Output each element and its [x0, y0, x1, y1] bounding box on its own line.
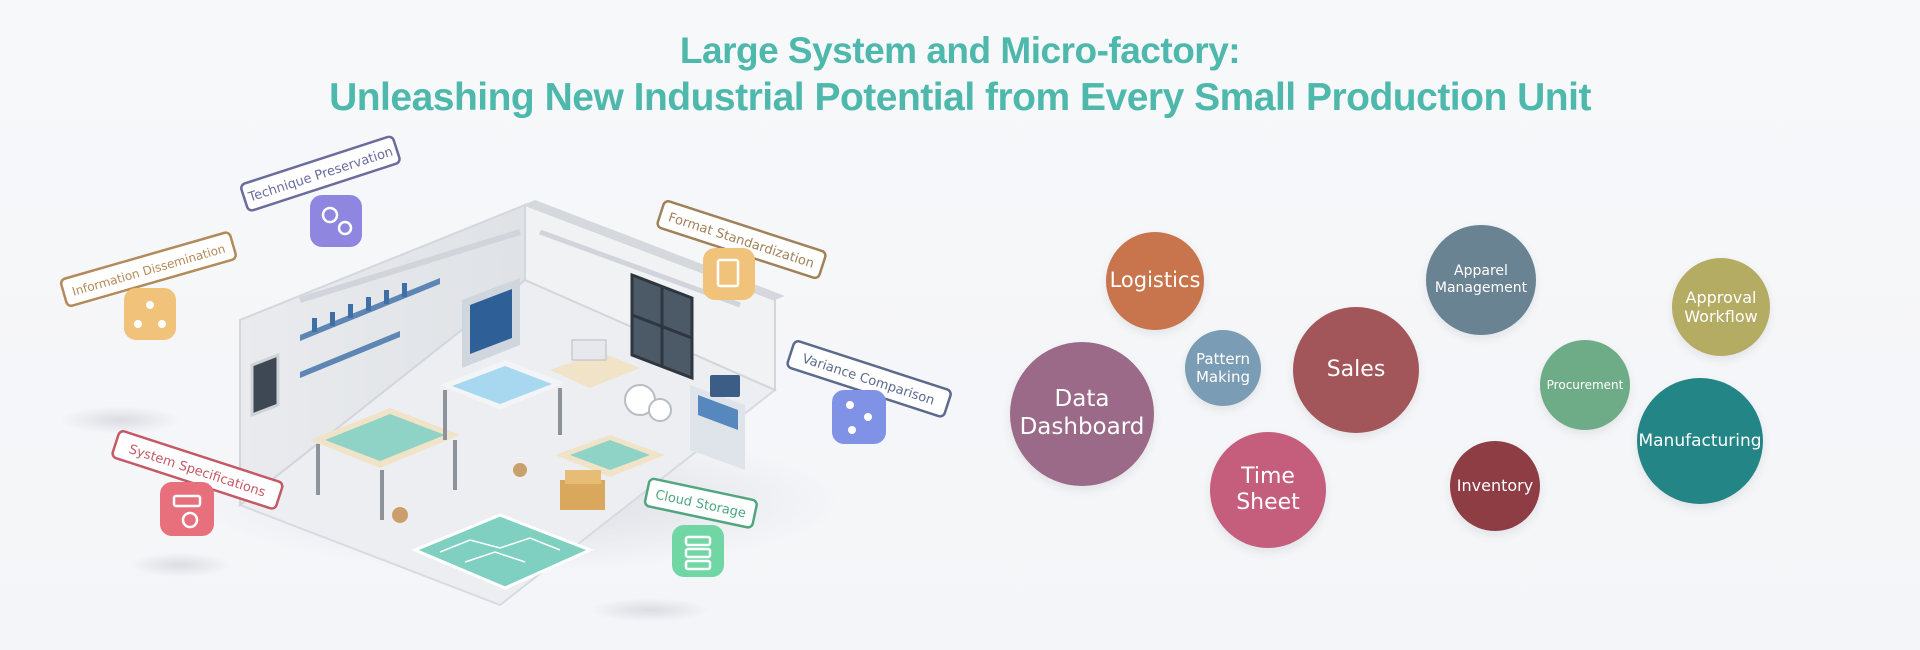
- module-label: Sales: [1326, 356, 1386, 382]
- module-bubble-procurement: Procurement: [1540, 340, 1630, 430]
- module-bubble-approval-workflow: Approval Workflow: [1672, 258, 1770, 356]
- module-bubble-time-sheet: Time Sheet: [1210, 432, 1326, 548]
- module-bubble-logistics: Logistics: [1106, 232, 1204, 330]
- network-icon: [124, 288, 176, 340]
- team-icon: [310, 195, 362, 247]
- module-label: Procurement: [1546, 377, 1624, 392]
- module-label: Logistics: [1109, 268, 1201, 293]
- callout-variance-comparison: Variance Comparison: [786, 340, 952, 444]
- module-bubble-manufacturing: Manufacturing: [1637, 378, 1763, 504]
- module-label: Apparel Management: [1434, 263, 1528, 296]
- callout-technique-preservation: Technique Preservation: [240, 135, 401, 247]
- callout-cloud-storage: Cloud Storage: [643, 477, 758, 577]
- window: [630, 272, 694, 381]
- micro-factory-illustration: Technique Preservation Information Disse…: [59, 135, 952, 622]
- module-label: Inventory: [1456, 476, 1534, 496]
- cutting-table: [310, 408, 460, 520]
- module-bubble-inventory: Inventory: [1450, 441, 1540, 531]
- pattern-mat: [411, 513, 594, 590]
- page-title-line1: Large System and Micro-factory:: [679, 30, 1241, 71]
- page-title-line2: Unleashing New Industrial Potential from…: [329, 76, 1591, 119]
- module-label: Approval Workflow: [1684, 287, 1758, 326]
- module-label: Pattern Making: [1195, 350, 1251, 386]
- module-label: Data Dashboard: [1019, 386, 1145, 440]
- module-bubble-pattern-making: Pattern Making: [1185, 330, 1261, 406]
- server-gear-icon: [160, 482, 214, 536]
- module-bubble-data-dashboard: Data Dashboard: [1010, 342, 1154, 486]
- module-label: Time Sheet: [1236, 463, 1300, 515]
- document-icon: [703, 248, 755, 300]
- module-bubble-apparel-management: Apparel Management: [1426, 225, 1536, 335]
- callout-information-dissemination: Information Dissemination: [59, 231, 237, 340]
- machine-cabinet: [462, 278, 745, 470]
- module-label: Manufacturing: [1638, 430, 1762, 451]
- flow-icon: [832, 390, 886, 444]
- factory-room: [238, 200, 785, 607]
- module-bubble-sales: Sales: [1293, 307, 1419, 433]
